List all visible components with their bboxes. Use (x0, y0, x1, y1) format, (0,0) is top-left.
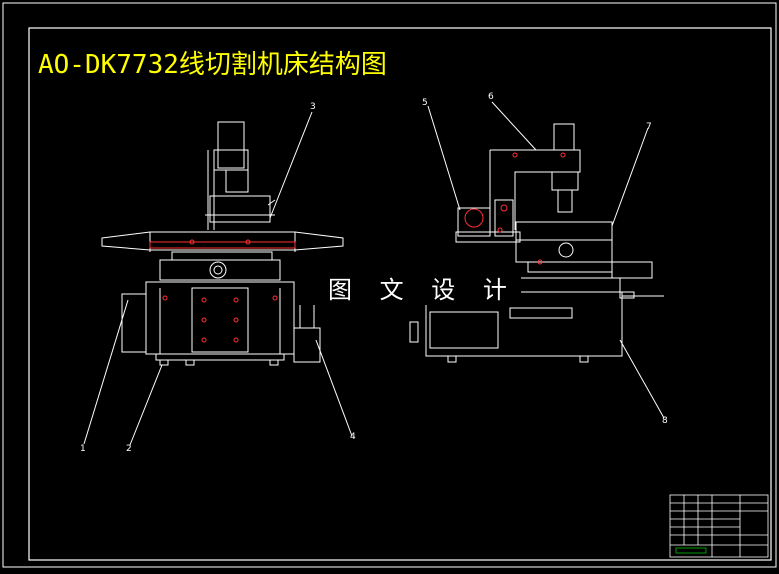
callout-7: 7 (646, 122, 652, 132)
watermark-text: 图 文 设 计 (324, 270, 521, 305)
callout-8: 8 (662, 416, 668, 426)
title-block (669, 494, 769, 558)
drawing-title: AO-DK7732线切割机床结构图 (38, 50, 387, 80)
side-view (409, 123, 664, 363)
callout-6: 6 (488, 92, 494, 102)
callout-5: 5 (422, 98, 428, 108)
callout-3: 3 (310, 102, 316, 112)
front-view (101, 121, 344, 366)
callout-1: 1 (80, 444, 86, 454)
leader-lines (83, 101, 665, 446)
inner-border (28, 27, 772, 561)
callout-4: 4 (350, 432, 356, 442)
callout-2: 2 (126, 444, 132, 454)
